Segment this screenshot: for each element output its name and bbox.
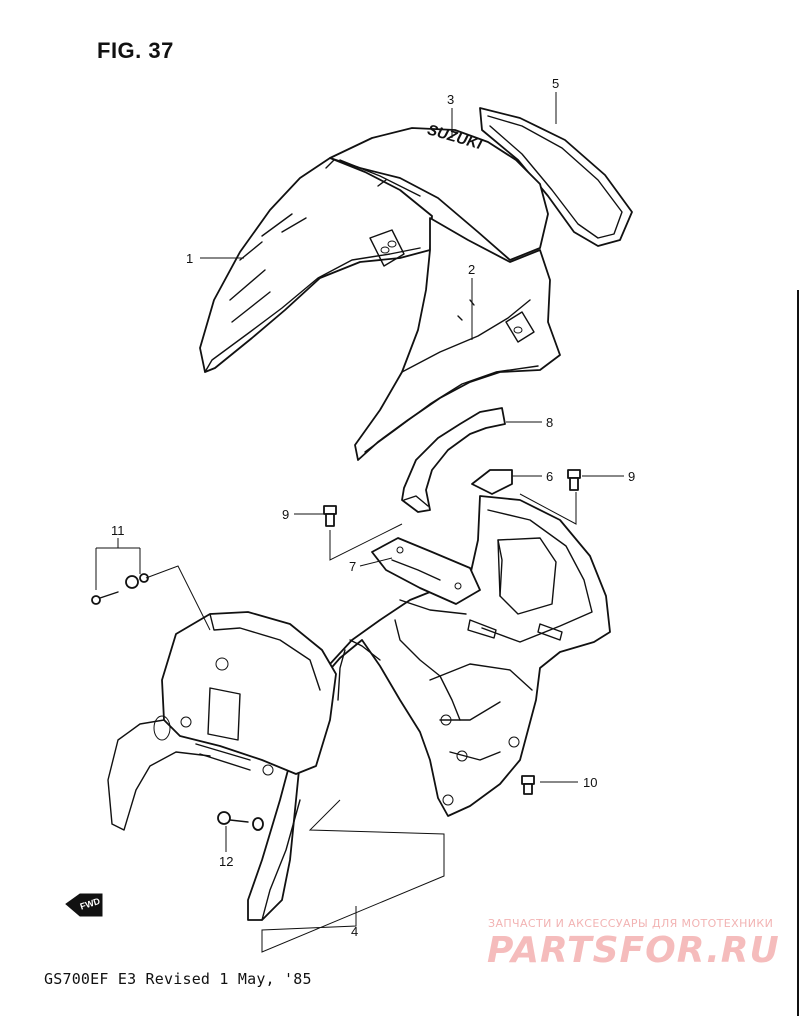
- callout-11: 11: [111, 523, 125, 538]
- callout-numbers: 1 2 3 4 5 6 7 8 9 9 10 11 12: [111, 76, 635, 939]
- bolt-9-left: [323, 505, 337, 527]
- screw-11: [91, 573, 149, 605]
- part-5-windscreen: [479, 107, 633, 247]
- footer-revision: GS700EF E3 Revised 1 May, '85: [44, 970, 312, 988]
- callout-2: 2: [468, 262, 475, 277]
- figure-title: FIG. 37: [97, 38, 174, 63]
- callout-6: 6: [546, 469, 553, 484]
- footer-model: GS700EF E3: [44, 970, 137, 988]
- bolt-9-right: [567, 469, 581, 491]
- callout-3: 3: [447, 92, 454, 107]
- part-7-bracket: [371, 537, 481, 605]
- footer-revision-text: Revised 1 May, '85: [145, 970, 312, 988]
- part-8-strap: [401, 407, 506, 513]
- part-6-clip: [471, 469, 513, 495]
- leader-lines: [95, 92, 624, 953]
- callout-9-left: 9: [282, 507, 289, 522]
- callout-12: 12: [219, 854, 233, 869]
- meter-panel: [107, 611, 337, 831]
- callout-4: 4: [351, 924, 358, 939]
- part-1-left-cowl: [199, 157, 433, 373]
- fwd-arrow-badge: FWD: [65, 893, 103, 917]
- callout-9-right: 9: [628, 469, 635, 484]
- right-edge-border: [797, 290, 799, 1016]
- screw-12: [217, 811, 264, 831]
- part-3-upper-cowl: SUZUKI: [329, 121, 549, 261]
- bolt-10: [521, 775, 535, 795]
- callout-5: 5: [552, 76, 559, 91]
- callout-8: 8: [546, 415, 553, 430]
- part-2-right-cowl: [354, 217, 561, 461]
- callout-10: 10: [583, 775, 597, 790]
- watermark-tagline: ЗАПЧАСТИ И АКСЕССУАРЫ ДЛЯ МОТОТЕХНИКИ: [488, 917, 774, 930]
- callout-1: 1: [186, 251, 193, 266]
- part-4-lower-frame: [247, 495, 611, 921]
- watermark-brand: PARTSFOR.RU: [487, 930, 780, 971]
- callout-7: 7: [349, 559, 356, 574]
